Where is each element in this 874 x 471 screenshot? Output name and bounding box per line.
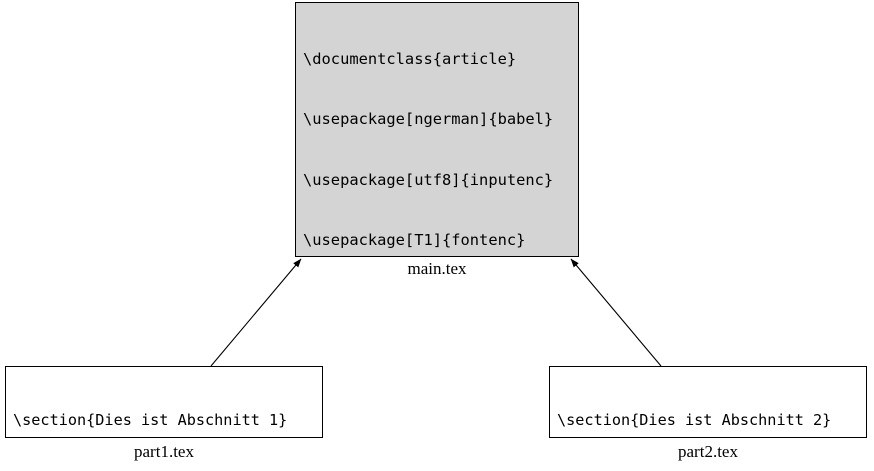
code-box-part1-tex: \section{Dies ist Abschnitt 1} Hier ein … [5, 366, 323, 438]
edge-part2-to-main [570, 258, 662, 367]
code-line: \section{Dies ist Abschnitt 2} [557, 411, 832, 429]
code-box-part2-tex: \section{Dies ist Abschnitt 2} Hier ein … [549, 366, 867, 438]
code-line: \usepackage[utf8]{inputenc} [303, 170, 554, 189]
edge-part1-to-main [210, 258, 302, 367]
code-line: \usepackage[ngerman]{babel} [303, 110, 554, 129]
caption-part1-tex: part1.tex [134, 442, 194, 461]
caption-part2-tex: part2.tex [678, 442, 738, 461]
caption-main-tex: main.tex [407, 259, 467, 278]
code-line: \documentclass{article} [303, 50, 517, 68]
code-line: \usepackage[T1]{fontenc} [303, 231, 526, 250]
code-box-main-tex: \documentclass{article} \usepackage[nger… [295, 2, 579, 257]
code-line: \section{Dies ist Abschnitt 1} [13, 411, 288, 429]
